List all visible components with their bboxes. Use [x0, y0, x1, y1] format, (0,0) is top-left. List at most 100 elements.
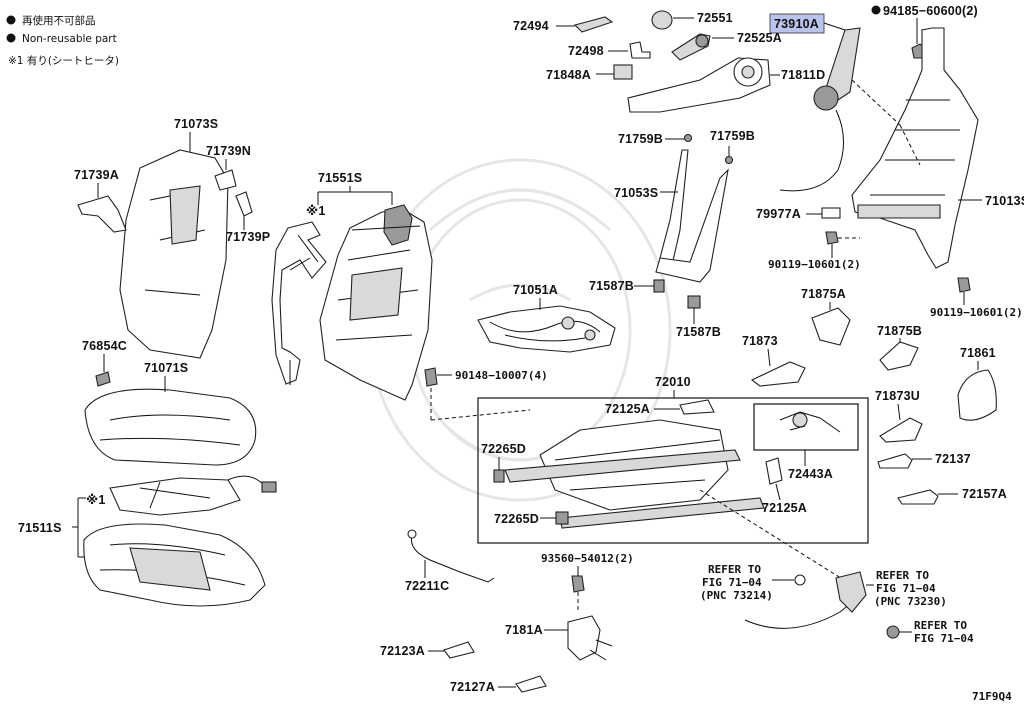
part-71071S[interactable]: 71071S — [84, 361, 257, 466]
svg-text:90119−10601(2): 90119−10601(2) — [768, 258, 861, 271]
part-71873[interactable]: 71873 — [742, 334, 806, 387]
leader — [851, 79, 901, 126]
part-71875B[interactable]: 71875B — [877, 324, 922, 371]
part-71873U[interactable]: 71873U — [875, 389, 923, 443]
svg-text:71875B: 71875B — [877, 324, 922, 338]
svg-text:71587B: 71587B — [589, 279, 634, 293]
part-72127A[interactable]: 72127A — [450, 675, 547, 694]
part-76854C[interactable]: 76854C — [82, 339, 127, 387]
heater-pad-back[interactable]: ※1 — [271, 204, 327, 385]
svg-text:※1: ※1 — [306, 204, 326, 218]
svg-text:72498: 72498 — [568, 44, 604, 58]
svg-text:72125A: 72125A — [605, 402, 650, 416]
svg-text:71073S: 71073S — [174, 117, 218, 131]
svg-text:72010: 72010 — [655, 375, 691, 389]
part-71739N[interactable]: 71739N — [206, 144, 251, 191]
nonreusable-icon — [871, 5, 881, 15]
svg-text:72265D: 72265D — [481, 442, 526, 456]
svg-text:7181A: 7181A — [505, 623, 543, 637]
svg-text:71739A: 71739A — [74, 168, 119, 182]
svg-text:72551: 72551 — [697, 11, 733, 25]
svg-text:71739N: 71739N — [206, 144, 251, 158]
part-93560[interactable]: 93560−54012(2) — [541, 552, 634, 612]
part-72125A-bottom[interactable]: 72125A — [762, 457, 807, 515]
part-72211C[interactable]: 72211C — [405, 529, 495, 593]
bullet-icon — [6, 15, 16, 25]
svg-text:REFER TO: REFER TO — [708, 563, 761, 576]
part-71875A[interactable]: 71875A — [801, 287, 851, 346]
part-79977A[interactable]: 79977A — [756, 207, 841, 221]
assembly-box — [477, 397, 869, 544]
svg-text:72265D: 72265D — [494, 512, 539, 526]
part-72123A[interactable]: 72123A — [380, 641, 475, 659]
svg-text:72211C: 72211C — [405, 579, 449, 593]
refer-block-73230[interactable]: REFER TO FIG 71−04 (PNC 73230) — [835, 569, 947, 613]
svg-text:71873U: 71873U — [875, 389, 920, 403]
part-7181A[interactable]: 7181A — [505, 615, 613, 661]
part-71051A[interactable]: 71051A — [477, 283, 616, 353]
subassembly-box — [753, 403, 859, 451]
part-71759B-right[interactable]: 71759B — [710, 129, 755, 165]
svg-text:71053S: 71053S — [614, 186, 658, 200]
part-90119-upper[interactable]: 90119−10601(2) — [768, 231, 861, 271]
svg-text:FIG 71−04: FIG 71−04 — [876, 582, 936, 595]
svg-text:72127A: 72127A — [450, 680, 495, 694]
svg-text:72443A: 72443A — [788, 467, 833, 481]
svg-text:73910A: 73910A — [774, 17, 819, 31]
svg-text:71811D: 71811D — [781, 68, 825, 82]
part-90119-lower[interactable]: 90119−10601(2) — [930, 277, 1023, 319]
svg-text:72494: 72494 — [513, 19, 549, 33]
part-73910A[interactable]: 73910A — [769, 13, 861, 192]
part-72137[interactable]: 72137 — [877, 452, 971, 469]
part-71053S[interactable]: 71053S — [614, 149, 729, 283]
part-90148[interactable]: 90148−10007(4) — [424, 367, 548, 421]
refer-block-3[interactable]: REFER TO FIG 71−04 — [886, 619, 974, 645]
refer-block-73214[interactable]: REFER TO FIG 71−04 (PNC 73214) — [700, 563, 861, 629]
part-71739A[interactable]: 71739A — [74, 168, 127, 233]
svg-text:71511S: 71511S — [18, 521, 62, 535]
part-71587B-right[interactable]: 71587B — [676, 295, 721, 339]
svg-text:94185−60600(2): 94185−60600(2) — [883, 4, 978, 18]
part-71861[interactable]: 71861 — [957, 346, 997, 421]
heater-pad-seat[interactable] — [109, 475, 277, 516]
svg-text:71848A: 71848A — [546, 68, 591, 82]
svg-text:(PNC 73214): (PNC 73214) — [700, 589, 773, 602]
svg-text:FIG 71−04: FIG 71−04 — [702, 576, 762, 589]
svg-text:79977A: 79977A — [756, 207, 801, 221]
svg-text:71759B: 71759B — [618, 132, 663, 146]
assembly-72010[interactable]: 72010 — [477, 375, 869, 544]
svg-text:72125A: 72125A — [762, 501, 807, 515]
part-72265D-top[interactable]: 72265D — [481, 442, 526, 483]
svg-text:72525A: 72525A — [737, 31, 782, 45]
part-72157A[interactable]: 72157A — [897, 487, 1007, 505]
svg-text:76854C: 76854C — [82, 339, 127, 353]
svg-text:71071S: 71071S — [144, 361, 188, 375]
svg-text:FIG 71−04: FIG 71−04 — [914, 632, 974, 645]
svg-text:90148−10007(4): 90148−10007(4) — [455, 369, 548, 382]
part-71848A[interactable]: 71848A — [546, 64, 633, 82]
part-72498[interactable]: 72498 — [568, 41, 651, 59]
part-71073S[interactable]: 71073S — [119, 117, 229, 359]
part-71013S[interactable]: 71013S — [851, 27, 1024, 269]
svg-text:71013S: 71013S — [985, 194, 1024, 208]
part-72525A[interactable]: 72525A — [671, 31, 782, 61]
svg-text:93560−54012(2): 93560−54012(2) — [541, 552, 634, 565]
part-72265D-bottom[interactable]: 72265D — [494, 511, 569, 526]
bullet-icon — [6, 33, 16, 43]
svg-text:90119−10601(2): 90119−10601(2) — [930, 306, 1023, 319]
part-71551S[interactable]: 71551S — [317, 171, 433, 401]
svg-text:71861: 71861 — [960, 346, 996, 360]
part-71811D[interactable]: 71811D — [627, 57, 825, 113]
svg-text:71587B: 71587B — [676, 325, 721, 339]
part-72125A-top[interactable]: 72125A — [605, 399, 715, 416]
part-72443A[interactable]: 72443A — [788, 450, 833, 481]
part-72494[interactable]: 72494 — [513, 16, 614, 33]
part-71587B-left[interactable]: 71587B — [589, 279, 665, 293]
legend-en: Non-reusable part — [22, 33, 117, 45]
part-71739P[interactable]: 71739P — [226, 191, 270, 244]
leader — [699, 489, 861, 591]
part-72551[interactable]: 72551 — [651, 10, 733, 30]
svg-text:(PNC 73230): (PNC 73230) — [874, 595, 947, 608]
part-71511S[interactable]: ※1 71511S — [18, 493, 266, 607]
part-71759B-left[interactable]: 71759B — [618, 132, 693, 146]
